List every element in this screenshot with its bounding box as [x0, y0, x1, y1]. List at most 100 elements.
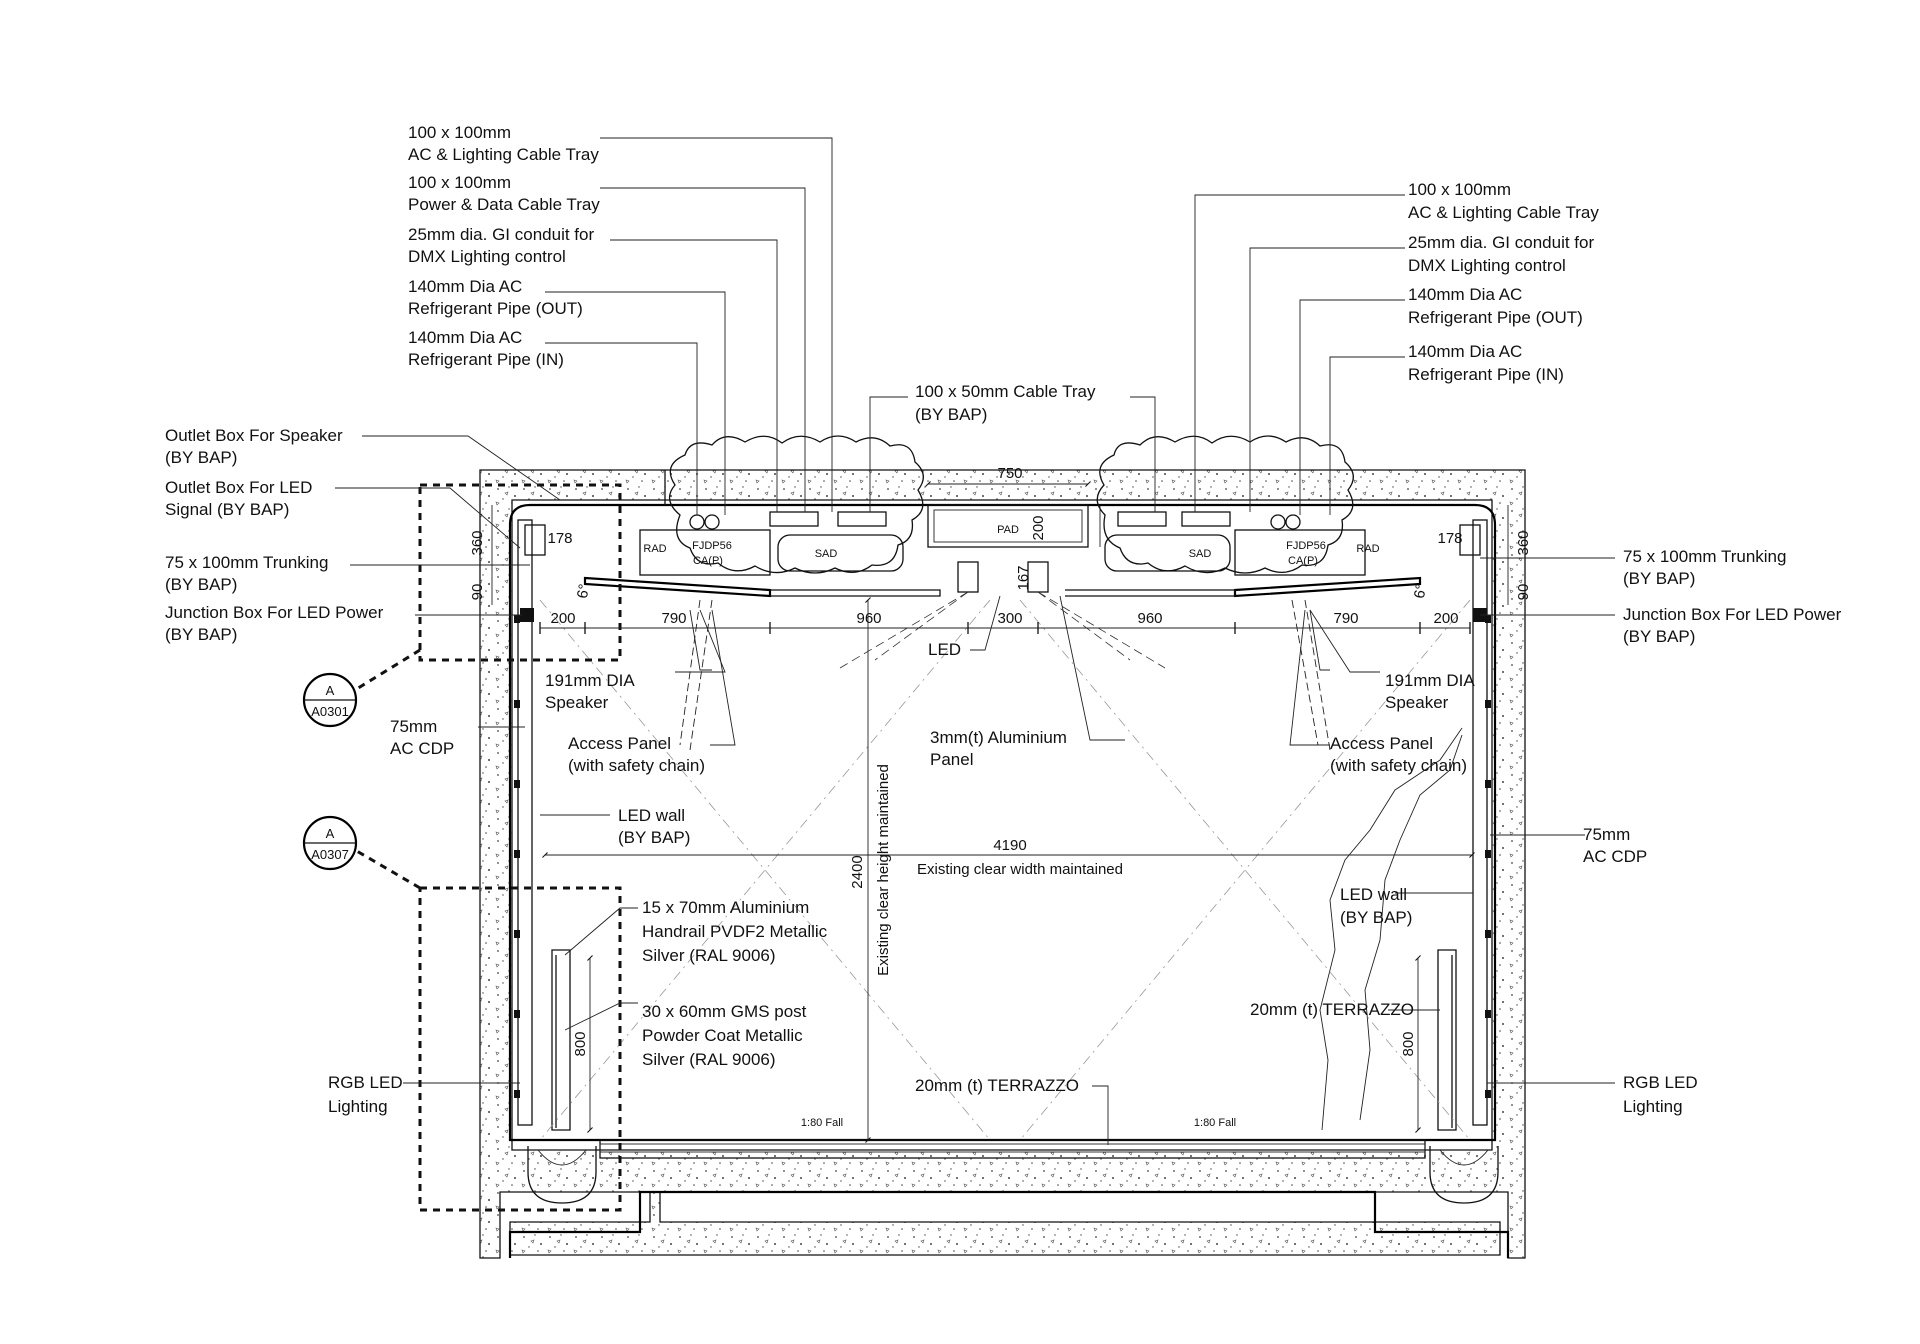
note-pipe-in-left-1: 140mm Dia AC [408, 328, 522, 347]
sad-duct-right [1104, 534, 1231, 572]
note-pipe-in-right-1: 140mm Dia AC [1408, 342, 1522, 361]
note-ac-tray-left-2: AC & Lighting Cable Tray [408, 145, 599, 164]
dim-200-left: 200 [550, 610, 575, 627]
pad-inner [933, 509, 1083, 543]
cable-tray-ac-right [1117, 511, 1167, 527]
note-trunking-right-2: (BY BAP) [1623, 569, 1695, 588]
pad-height-dim: 200 [1030, 515, 1047, 540]
width-dimension: 4190 [993, 837, 1026, 854]
note-led-wall-right-2: (BY BAP) [1340, 908, 1412, 927]
leader-lines [335, 137, 1615, 1145]
detail-box-upper [418, 483, 622, 662]
svg-text:A: A [326, 683, 335, 698]
svg-text:A0301: A0301 [311, 704, 349, 719]
width-note: Existing clear width maintained [917, 861, 1123, 878]
note-rgb-right-2: Lighting [1623, 1097, 1683, 1116]
cable-tray-ac-left [769, 511, 819, 527]
inner-room-outline [508, 503, 1497, 1142]
angle-left: 6° [574, 583, 593, 600]
cable-tray-power-left [837, 511, 887, 527]
trunking-left [524, 524, 546, 556]
fcu-left [639, 529, 771, 576]
pad-width-dim: 750 [997, 465, 1022, 482]
note-terrazzo-center: 20mm (t) TERRAZZO [915, 1076, 1079, 1095]
drain-channel-left [527, 1146, 597, 1204]
handrail-right [1437, 949, 1457, 1131]
handrail-left [551, 949, 571, 1131]
notes-top-right: 100 x 100mm AC & Lighting Cable Tray 25m… [1408, 180, 1599, 384]
fcu-right-sub: CA(P) [1288, 555, 1318, 567]
dim-790-right: 790 [1333, 610, 1358, 627]
note-dmx-left-1: 25mm dia. GI conduit for [408, 225, 594, 244]
rad-right-tag: RAD [1356, 543, 1379, 555]
note-junction-right-2: (BY BAP) [1623, 627, 1695, 646]
wall-brackets-right [1485, 615, 1491, 1098]
notes-top-left: 100 x 100mm AC & Lighting Cable Tray 100… [408, 123, 600, 369]
note-rgb-left-2: Lighting [328, 1097, 388, 1116]
note-ac-tray-right-1: 100 x 100mm [1408, 180, 1511, 199]
dim-960-right: 960 [1137, 610, 1162, 627]
dimension-lines: 4190 Existing clear width maintained 240… [469, 465, 1532, 1143]
wall-crack-2 [1359, 734, 1463, 1121]
dim-800-right: 800 [1400, 1031, 1417, 1056]
notes-left-side: Outlet Box For Speaker (BY BAP) Outlet B… [165, 426, 828, 1116]
pipe-in-right [1285, 514, 1301, 530]
junction-box-left [520, 608, 534, 622]
note-outlet-led-1: Outlet Box For LED [165, 478, 312, 497]
fall-left: 1:80 Fall [801, 1117, 843, 1129]
note-handrail-3: Silver (RAL 9006) [642, 946, 776, 965]
led-fitting-left [957, 561, 979, 593]
fcu-left-sub: CA(P) [693, 555, 723, 567]
note-cdp-left-1: 75mm [390, 717, 437, 736]
ceiling-services [520, 435, 1487, 751]
note-dmx-right-2: DMX Lighting control [1408, 256, 1566, 275]
note-outlet-speaker-1: Outlet Box For Speaker [165, 426, 343, 445]
led-wall-right [1472, 519, 1488, 1126]
note-outlet-led-2: Signal (BY BAP) [165, 500, 289, 519]
speaker-right [1309, 609, 1330, 671]
svg-text:A: A [326, 826, 335, 841]
note-handrail-2: Handrail PVDF2 Metallic [642, 922, 828, 941]
ceiling-panel-left [583, 576, 772, 598]
pipe-in-left [704, 514, 720, 530]
access-panel-right [1291, 599, 1331, 751]
note-post-3: Silver (RAL 9006) [642, 1050, 776, 1069]
note-pipe-out-right-1: 140mm Dia AC [1408, 285, 1522, 304]
note-pipe-out-left-1: 140mm Dia AC [408, 277, 522, 296]
note-cdp-right-1: 75mm [1583, 825, 1630, 844]
callout-link-lower [354, 848, 421, 890]
detail-box-lower [418, 886, 622, 1212]
height-dimension: 2400 [849, 855, 866, 888]
note-junction-left-1: Junction Box For LED Power [165, 603, 384, 622]
dim-200-right: 200 [1433, 610, 1458, 627]
ceiling-panel-right [1233, 576, 1422, 598]
led-wall-left [517, 519, 533, 1126]
dim-300: 300 [997, 610, 1022, 627]
note-led-wall-left-2: (BY BAP) [618, 828, 690, 847]
note-access-left-2: (with safety chain) [568, 756, 705, 775]
note-access-left-1: Access Panel [568, 734, 671, 753]
drain-channel-right [1429, 1146, 1499, 1204]
note-access-right-2: (with safety chain) [1330, 756, 1467, 775]
note-access-right-1: Access Panel [1330, 734, 1433, 753]
services-cloud-left [668, 435, 924, 574]
note-led-wall-left-1: LED wall [618, 806, 685, 825]
note-trunking-right-1: 75 x 100mm Trunking [1623, 547, 1786, 566]
services-cloud-right [1096, 435, 1354, 574]
note-trunking-left-2: (BY BAP) [165, 575, 237, 594]
ceiling-panel-mid-left [770, 589, 941, 597]
note-panel-2: Panel [930, 750, 973, 769]
ceiling-dim-ticks [539, 622, 1471, 634]
note-dmx-left-2: DMX Lighting control [408, 247, 566, 266]
callout-link-upper [354, 648, 421, 692]
section-tag-a0307: A A0307 [302, 815, 358, 871]
sad-right-tag: SAD [1189, 548, 1212, 560]
note-speaker-left-1: 191mm DIA [545, 671, 635, 690]
note-pipe-out-left-2: Refrigerant Pipe (OUT) [408, 299, 583, 318]
speaker-left [689, 609, 712, 671]
pad-tag: PAD [997, 524, 1019, 536]
note-cdp-left-2: AC CDP [390, 739, 454, 758]
floor-screed [599, 1143, 1426, 1153]
drain-grate-left [537, 1149, 587, 1166]
